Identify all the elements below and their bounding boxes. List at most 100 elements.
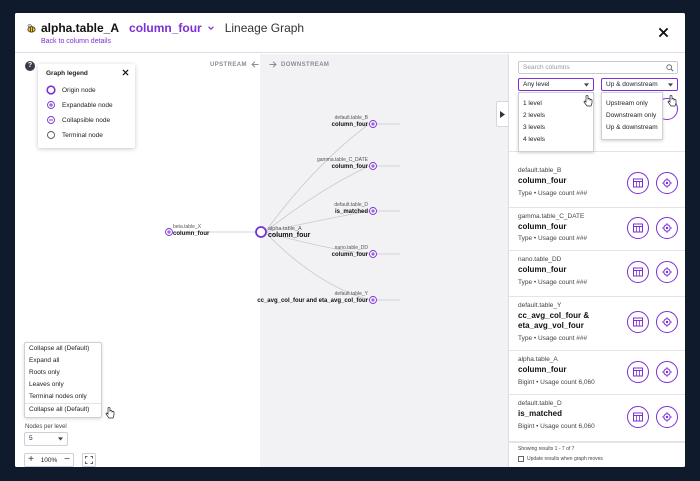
breadcrumb: alpha.table_A column_four Lineage Graph — [26, 21, 304, 35]
help-icon[interactable]: ? — [25, 61, 35, 71]
origin-node-label[interactable]: alpha.table_A column_four — [268, 226, 310, 240]
nodes-per-level-select[interactable]: 5 — [24, 432, 68, 446]
focus-node-button[interactable] — [656, 311, 678, 333]
column-name: is_matched — [518, 409, 563, 418]
back-to-column-details-link[interactable]: Back to column details — [41, 38, 112, 45]
expand-selected-value[interactable]: Collapse all (Default) — [25, 403, 101, 415]
results-count: Showing results 1 - 7 of 7 — [518, 446, 575, 452]
expand-collapse-menu[interactable]: Collapse all (Default) Expand all Roots … — [24, 342, 102, 418]
column-name: eta_avg_vol_four — [518, 321, 584, 330]
caret-down-icon — [58, 437, 63, 441]
view-table-button[interactable] — [627, 361, 649, 383]
column-meta: Bigint • Usage count 6,060 — [518, 423, 595, 430]
level-select[interactable]: Any level — [518, 78, 594, 91]
list-item[interactable]: default.table_Y cc_avg_col_four & eta_av… — [509, 297, 685, 351]
downstream-node-marker[interactable] — [369, 120, 377, 128]
hand-cursor-icon — [105, 407, 115, 419]
direction-select-value: Up & downstream — [606, 81, 658, 88]
node-column: column_four — [173, 230, 210, 237]
level-option[interactable]: 4 levels — [523, 136, 546, 143]
node-column: cc_avg_col_four and eta_avg_col_four — [257, 297, 368, 304]
level-option[interactable]: 2 levels — [523, 112, 546, 119]
direction-option[interactable]: Up & downstream — [606, 124, 658, 131]
view-table-button[interactable] — [627, 406, 649, 428]
view-table-button[interactable] — [627, 261, 649, 283]
downstream-label: DOWNSTREAM — [269, 61, 329, 68]
origin-node-marker[interactable] — [255, 226, 267, 238]
legend-title: Graph legend — [46, 70, 88, 77]
view-table-button[interactable] — [627, 217, 649, 239]
view-table-button[interactable] — [627, 172, 649, 194]
chevron-down-icon[interactable] — [207, 24, 215, 32]
search-icon — [666, 64, 674, 72]
table-name: alpha.table_A — [41, 21, 120, 35]
expand-option[interactable]: Leaves only — [29, 381, 64, 388]
expand-option[interactable]: Collapse all (Default) — [29, 345, 90, 352]
list-item[interactable]: nano.table_DD column_four Type • Usage c… — [509, 251, 685, 297]
zoom-out-button[interactable]: − — [64, 454, 70, 465]
column-table: default.table_Y — [518, 302, 562, 309]
column-picker[interactable]: column_four — [129, 21, 202, 35]
page-title: Lineage Graph — [224, 21, 305, 35]
expand-option[interactable]: Terminal nodes only — [29, 393, 87, 400]
direction-option[interactable]: Upstream only — [606, 100, 648, 107]
table-icon — [633, 367, 643, 377]
legend-item-label: Origin node — [62, 86, 96, 94]
lineage-graph-canvas[interactable]: UPSTREAM DOWNSTREAM ? Graph legend Origi… — [15, 54, 508, 467]
upstream-node-label[interactable]: beta.table_X column_four — [173, 224, 210, 238]
checkbox-icon[interactable] — [518, 456, 524, 462]
node-table: nano.table_DD — [334, 245, 368, 251]
table-icon — [633, 267, 643, 277]
focus-node-button[interactable] — [656, 172, 678, 194]
level-option[interactable]: 3 levels — [523, 124, 546, 131]
column-table: default.table_D — [518, 400, 562, 407]
list-item[interactable]: default.table_B column_four Type • Usage… — [509, 158, 685, 208]
column-name: column_four — [518, 365, 567, 374]
node-column: column_four — [331, 251, 368, 258]
zoom-level: 100% — [40, 456, 58, 464]
downstream-node-label[interactable]: default.table_D is_matched — [334, 202, 368, 216]
downstream-node-label[interactable]: default.table_B column_four — [332, 115, 368, 129]
zoom-in-button[interactable]: + — [28, 454, 34, 465]
focus-node-button[interactable] — [656, 217, 678, 239]
expand-icon — [85, 456, 93, 464]
focus-node-button[interactable] — [656, 361, 678, 383]
legend-item-collapsible: Collapsible node — [46, 115, 110, 125]
downstream-node-marker[interactable] — [369, 207, 377, 215]
column-meta: Type • Usage count ### — [518, 235, 588, 242]
direction-option[interactable]: Downstream only — [606, 112, 657, 119]
column-table: nano.table_DD — [518, 256, 562, 263]
upstream-node-marker[interactable] — [165, 228, 173, 236]
node-table: beta.table_X — [173, 224, 202, 230]
close-icon[interactable] — [658, 27, 669, 38]
level-option[interactable]: 1 level — [523, 100, 542, 107]
downstream-node-marker[interactable] — [369, 296, 377, 304]
collapse-panel-button[interactable] — [496, 101, 508, 127]
downstream-node-label[interactable]: default.table_Y cc_avg_col_four and eta_… — [257, 291, 368, 305]
expand-option[interactable]: Roots only — [29, 369, 60, 376]
update-results-checkbox[interactable]: Update results when graph moves — [518, 456, 603, 462]
downstream-node-marker[interactable] — [369, 250, 377, 258]
downstream-region — [260, 54, 508, 467]
expand-option[interactable]: Expand all — [29, 357, 60, 364]
downstream-node-label[interactable]: gamma.table_C_DATE column_four — [317, 157, 368, 171]
fit-to-screen-button[interactable] — [82, 453, 96, 467]
search-placeholder: Search columns — [523, 64, 570, 71]
downstream-node-label[interactable]: nano.table_DD column_four — [331, 245, 368, 259]
legend-close-icon[interactable] — [122, 69, 129, 76]
downstream-node-marker[interactable] — [369, 162, 377, 170]
legend-item-label: Collapsible node — [62, 116, 111, 124]
focus-node-button[interactable] — [656, 261, 678, 283]
node-table: alpha.table_A — [268, 226, 302, 232]
list-item[interactable]: gamma.table_C_DATE column_four Type • Us… — [509, 208, 685, 251]
caret-down-icon — [668, 83, 673, 87]
direction-select[interactable]: Up & downstream — [601, 78, 678, 91]
view-table-button[interactable] — [627, 311, 649, 333]
list-item[interactable]: alpha.table_A column_four Bigint • Usage… — [509, 351, 685, 395]
node-table: default.table_D — [334, 202, 368, 208]
focus-node-button[interactable] — [656, 406, 678, 428]
arrow-left-icon — [251, 61, 259, 68]
search-columns-input[interactable]: Search columns — [518, 61, 678, 74]
table-icon — [633, 223, 643, 233]
list-item[interactable]: default.table_D is_matched Bigint • Usag… — [509, 395, 685, 442]
